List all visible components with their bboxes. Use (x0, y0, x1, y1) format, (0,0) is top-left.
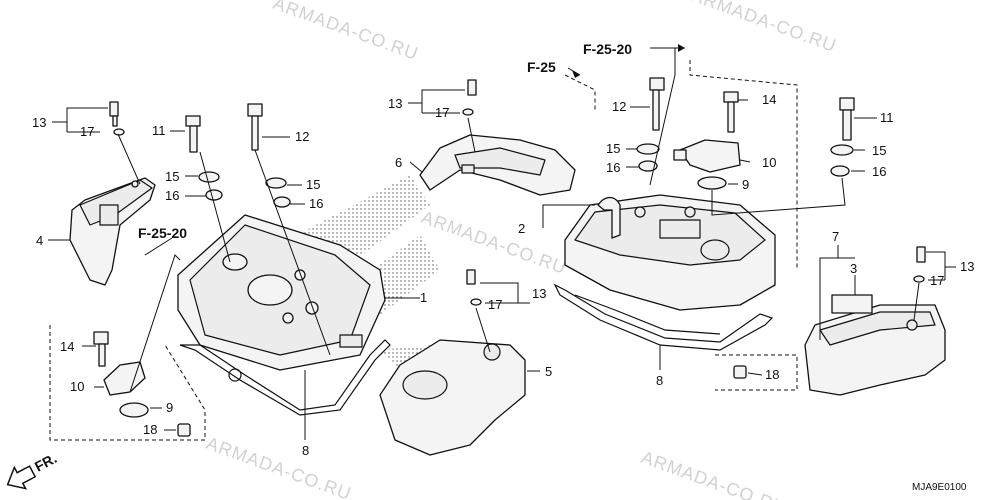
part-8-gasket-left (179, 339, 391, 416)
diagram-code: MJA9E0100 (912, 482, 967, 493)
callout-9: 9 (742, 177, 749, 192)
leader-lines (48, 44, 956, 440)
callout-4: 4 (36, 233, 43, 248)
callout-18: 18 (765, 367, 779, 382)
callout-13: 13 (960, 259, 974, 274)
callout-15: 15 (872, 143, 886, 158)
callout-14: 14 (60, 339, 74, 354)
part-7-cover (804, 294, 946, 396)
callout-13: 13 (388, 96, 402, 111)
callout-15: 15 (606, 141, 620, 156)
reference-f-25: F-25 (527, 59, 556, 75)
callout-18: 18 (143, 422, 157, 437)
callout-3: 3 (850, 261, 857, 276)
callout-17: 17 (488, 297, 502, 312)
part-4-side-cover (69, 177, 156, 286)
callout-7: 7 (832, 229, 839, 244)
part-3-block (831, 294, 873, 314)
callout-12: 12 (612, 99, 626, 114)
watermark: ARMADA-CO.RU (204, 433, 355, 500)
callout-14: 14 (762, 92, 776, 107)
callout-17: 17 (435, 105, 449, 120)
callout-11: 11 (152, 123, 166, 138)
callout-15: 15 (165, 169, 179, 184)
callout-17: 17 (930, 273, 944, 288)
callout-11: 11 (880, 110, 894, 125)
watermark: ARMADA-CO.RU (689, 0, 840, 56)
callout-16: 16 (606, 160, 620, 175)
part-6-cover (419, 134, 576, 196)
callout-17: 17 (80, 124, 94, 139)
watermark: ARMADA-CO.RU (419, 207, 570, 278)
callout-2: 2 (518, 221, 525, 236)
callout-9: 9 (166, 400, 173, 415)
callout-15: 15 (306, 177, 320, 192)
watermark: ARMADA-CO.RU (271, 0, 422, 64)
callout-13: 13 (32, 115, 46, 130)
watermark: ARMADA-CO.RU (639, 447, 790, 500)
fasteners (93, 77, 926, 437)
callout-10: 10 (762, 155, 776, 170)
callout-10: 10 (70, 379, 84, 394)
callout-16: 16 (309, 196, 323, 211)
callout-16: 16 (872, 164, 886, 179)
callout-13: 13 (532, 286, 546, 301)
part-5-cover (379, 339, 526, 456)
callout-12: 12 (295, 129, 309, 144)
front-arrow: FR. (6, 450, 59, 490)
callouts: 13 17 4 11 12 15 16 15 16 F-25-20 1 8 14… (32, 41, 974, 458)
callout-1: 1 (420, 290, 427, 305)
part-1-head-cover (177, 214, 386, 371)
callout-8: 8 (302, 443, 309, 458)
reference-f-25-20-left: F-25-20 (138, 225, 187, 241)
callout-8: 8 (656, 373, 663, 388)
part-2-head-cover (564, 194, 776, 311)
reference-f-25-20-top: F-25-20 (583, 41, 632, 57)
callout-16: 16 (165, 188, 179, 203)
front-label: FR. (32, 450, 59, 475)
callout-6: 6 (395, 155, 402, 170)
callout-5: 5 (545, 364, 552, 379)
part-8-gasket-right (553, 283, 774, 351)
reference-boxes (49, 60, 798, 441)
